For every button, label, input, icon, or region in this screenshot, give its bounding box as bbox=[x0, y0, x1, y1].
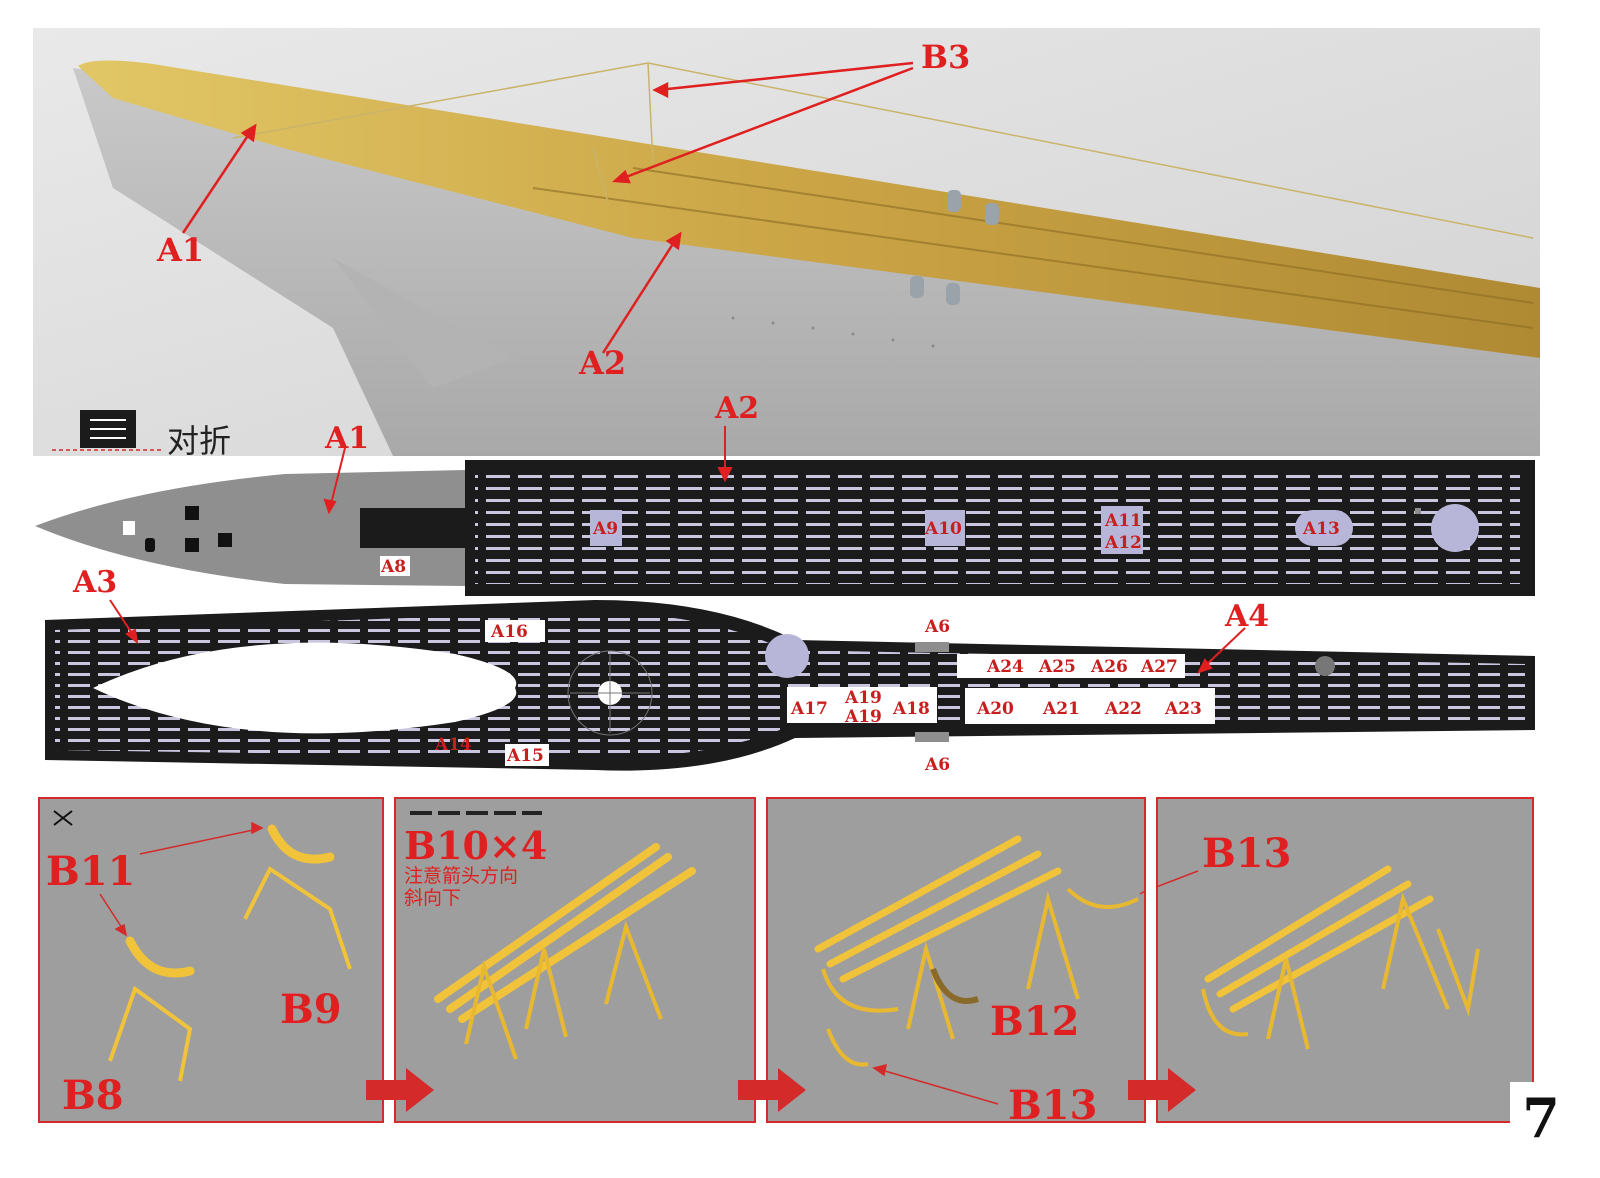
part-a13: A13 bbox=[1302, 519, 1340, 539]
step2-title: B10×4 bbox=[404, 823, 547, 868]
fold-legend: 对折 bbox=[52, 408, 282, 460]
callout-a4: A4 bbox=[1224, 599, 1269, 634]
step1-illustration bbox=[53, 810, 352, 1082]
part-a20: A20 bbox=[976, 699, 1014, 719]
part-a14: A14 bbox=[434, 735, 472, 755]
callout-a1: A1 bbox=[324, 421, 369, 456]
label-b13-step4: B13 bbox=[1202, 830, 1291, 877]
part-a27: A27 bbox=[1140, 657, 1178, 677]
label-b8: B8 bbox=[62, 1072, 124, 1119]
step2-illustration bbox=[410, 811, 696, 1060]
step2-note-line1: 注意箭头方向 bbox=[404, 865, 519, 887]
fold-legend-text: 对折 bbox=[167, 422, 232, 460]
part-a24: A24 bbox=[986, 657, 1024, 677]
step-arrow-3 bbox=[1128, 1068, 1196, 1112]
callout-a6-top: A6 bbox=[924, 617, 950, 637]
page-number: 7 bbox=[1510, 1082, 1572, 1154]
step-panel-4: B13 bbox=[1156, 797, 1534, 1123]
part-a19-bottom: A19 bbox=[844, 707, 882, 727]
step2-note-line2: 斜向下 bbox=[404, 887, 462, 909]
fret-upper: A1 A2 A8 A9 A10 A11 A12 A13 bbox=[35, 388, 1555, 598]
step-panel-2: B10×4 注意箭头方向 斜向下 bbox=[394, 797, 756, 1123]
part-a18: A18 bbox=[892, 699, 930, 719]
part-a17: A17 bbox=[790, 699, 828, 719]
step4-illustration bbox=[1158, 865, 1480, 1050]
brass-deck bbox=[78, 60, 1540, 358]
label-b9: B9 bbox=[280, 986, 342, 1033]
label-b11: B11 bbox=[46, 848, 135, 895]
part-a21: A21 bbox=[1042, 699, 1080, 719]
part-a9: A9 bbox=[592, 519, 618, 539]
model-photo: B3 A1 A2 bbox=[33, 28, 1540, 456]
fret-lower: A3 A4 A6 A6 A14 A15 A16 A17 A19 A19 A18 … bbox=[35, 560, 1555, 780]
part-a22: A22 bbox=[1104, 699, 1142, 719]
step-arrow-2 bbox=[738, 1068, 806, 1112]
step-arrow-1 bbox=[366, 1068, 434, 1112]
label-a2: A2 bbox=[578, 344, 626, 382]
part-a25: A25 bbox=[1038, 657, 1076, 677]
part-a19-top: A19 bbox=[844, 688, 882, 708]
step-panel-1: B11 B9 B8 bbox=[38, 797, 384, 1123]
part-a12: A12 bbox=[1104, 533, 1142, 553]
part-a26: A26 bbox=[1090, 657, 1128, 677]
step3-illustration bbox=[814, 835, 1144, 1105]
part-a10: A10 bbox=[924, 519, 962, 539]
part-a11: A11 bbox=[1104, 511, 1142, 531]
callout-a3: A3 bbox=[72, 565, 117, 600]
label-a1: A1 bbox=[156, 231, 204, 269]
part-a23: A23 bbox=[1164, 699, 1202, 719]
callout-a6-bottom: A6 bbox=[924, 755, 950, 775]
part-a16: A16 bbox=[490, 622, 528, 642]
label-b12: B12 bbox=[990, 998, 1079, 1045]
step-panel-3: B12 B13 bbox=[766, 797, 1146, 1123]
callout-a2: A2 bbox=[714, 391, 759, 426]
part-a15: A15 bbox=[506, 746, 544, 766]
part-a8: A8 bbox=[380, 557, 406, 577]
label-b3: B3 bbox=[921, 38, 970, 76]
label-b13-step3: B13 bbox=[1008, 1082, 1097, 1121]
